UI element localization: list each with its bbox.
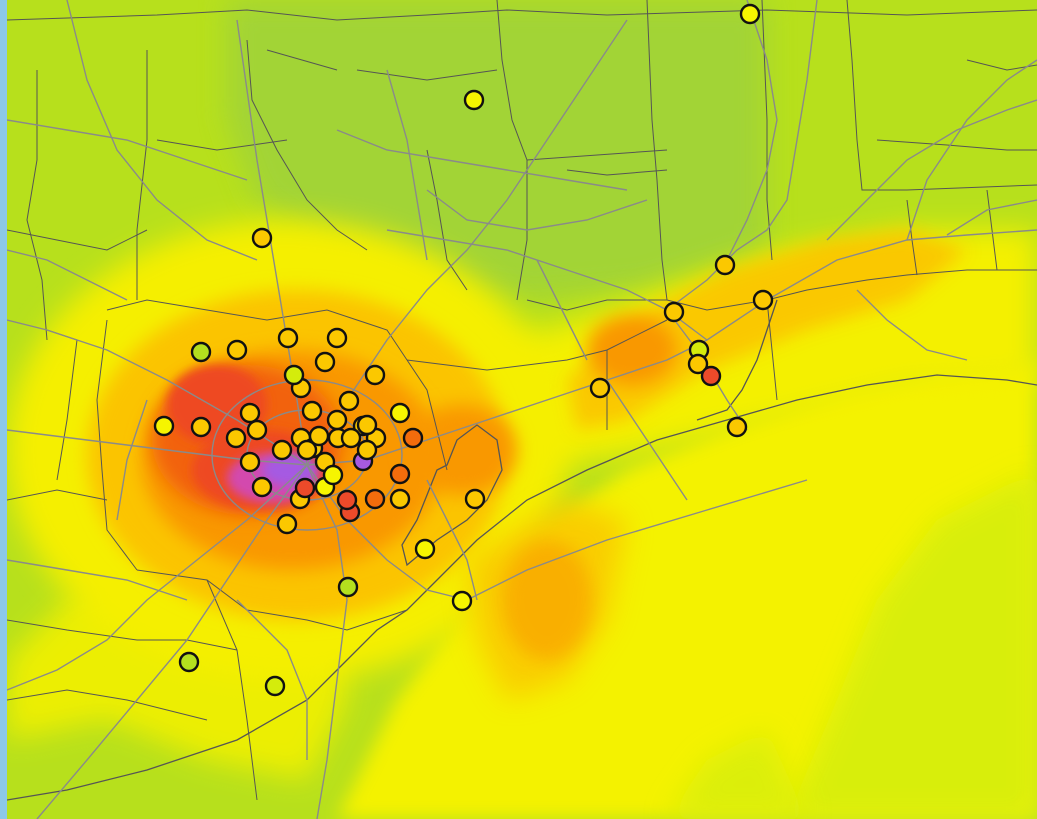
monitoring-site-marker[interactable] <box>326 409 348 431</box>
monitoring-site-marker[interactable] <box>739 3 761 25</box>
monitoring-site-marker[interactable] <box>308 425 330 447</box>
monitoring-site-marker[interactable] <box>277 327 299 349</box>
monitoring-site-marker[interactable] <box>251 476 273 498</box>
field-east-orange <box>587 315 677 385</box>
monitoring-site-marker[interactable] <box>338 390 360 412</box>
monitoring-sites <box>153 3 774 697</box>
monitoring-site-marker[interactable] <box>153 415 175 437</box>
monitoring-site-marker[interactable] <box>364 364 386 386</box>
monitoring-site-marker[interactable] <box>283 364 305 386</box>
monitoring-site-marker[interactable] <box>337 576 359 598</box>
concentration-field <box>7 0 1037 819</box>
monitoring-site-marker[interactable] <box>301 400 323 422</box>
monitoring-site-marker[interactable] <box>264 675 286 697</box>
field-gulf-patches <box>787 470 1037 819</box>
monitoring-site-marker[interactable] <box>663 301 685 323</box>
monitoring-site-marker[interactable] <box>190 341 212 363</box>
monitoring-site-marker[interactable] <box>326 327 348 349</box>
monitoring-site-marker[interactable] <box>276 513 298 535</box>
monitoring-site-marker[interactable] <box>589 377 611 399</box>
monitoring-site-marker[interactable] <box>340 427 362 449</box>
monitoring-site-marker[interactable] <box>389 488 411 510</box>
monitoring-site-marker[interactable] <box>451 590 473 612</box>
field-north-green <box>227 0 767 300</box>
monitoring-site-marker[interactable] <box>251 227 273 249</box>
monitoring-site-marker[interactable] <box>271 439 293 461</box>
monitoring-site-marker[interactable] <box>356 439 378 461</box>
monitoring-site-marker[interactable] <box>294 477 316 499</box>
ozone-concentration-map[interactable] <box>7 0 1037 819</box>
monitoring-site-marker[interactable] <box>336 489 358 511</box>
monitoring-site-marker[interactable] <box>356 414 378 436</box>
monitoring-site-marker[interactable] <box>463 89 485 111</box>
left-window-edge <box>0 0 7 819</box>
monitoring-site-marker[interactable] <box>714 254 736 276</box>
monitoring-site-marker[interactable] <box>314 351 336 373</box>
monitoring-site-marker[interactable] <box>246 419 268 441</box>
monitoring-site-marker[interactable] <box>752 289 774 311</box>
monitoring-site-marker[interactable] <box>225 427 247 449</box>
monitoring-site-marker[interactable] <box>178 651 200 673</box>
monitoring-site-marker[interactable] <box>226 339 248 361</box>
monitoring-site-marker[interactable] <box>190 416 212 438</box>
monitoring-site-marker[interactable] <box>296 439 318 461</box>
monitoring-site-marker[interactable] <box>700 365 722 387</box>
monitoring-site-marker[interactable] <box>364 488 386 510</box>
monitoring-site-marker[interactable] <box>239 451 261 473</box>
monitoring-site-marker[interactable] <box>389 463 411 485</box>
monitoring-site-marker[interactable] <box>414 538 436 560</box>
monitoring-site-marker[interactable] <box>239 402 261 424</box>
field-gulf-patch-2 <box>667 730 807 819</box>
monitoring-site-marker[interactable] <box>726 416 748 438</box>
monitoring-site-marker[interactable] <box>389 402 411 424</box>
monitoring-site-marker[interactable] <box>687 353 709 375</box>
county-boundaries <box>7 0 1037 801</box>
field-bay-orange <box>407 405 517 495</box>
monitoring-site-marker[interactable] <box>322 464 344 486</box>
monitoring-site-marker[interactable] <box>402 427 424 449</box>
field-south-orange <box>502 540 592 660</box>
monitoring-site-marker[interactable] <box>464 488 486 510</box>
